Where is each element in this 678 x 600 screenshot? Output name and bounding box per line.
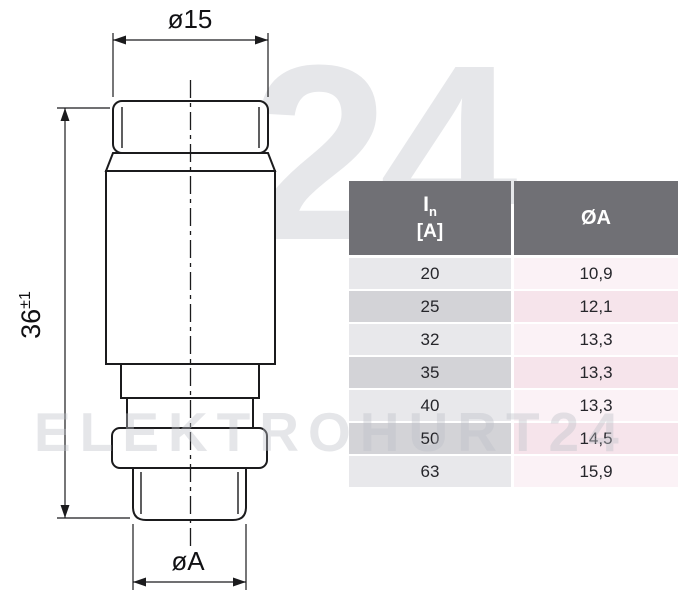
dimension-left-value: 36: [16, 309, 46, 339]
cell-current: 32: [349, 324, 511, 355]
dimension-left-extension-lines: [57, 107, 130, 519]
dimension-left: [57, 107, 130, 519]
arrowhead-right-icon: [233, 577, 246, 587]
spec-table: In [A] ØA 20 10,9 25 12,1 32 13,3 35 13,…: [349, 181, 678, 487]
header-cell-diameter: ØA: [514, 181, 678, 255]
header-current-symbol: In: [423, 192, 437, 220]
dimension-top: [112, 33, 269, 97]
table-row: 25 12,1: [349, 291, 678, 322]
cell-current: 25: [349, 291, 511, 322]
fuse-body: [105, 170, 276, 365]
cell-current: 40: [349, 390, 511, 421]
cell-diameter: 13,3: [514, 390, 678, 421]
arrowhead-right-icon: [255, 35, 268, 45]
table-row: 63 15,9: [349, 456, 678, 487]
cell-current: 35: [349, 357, 511, 388]
arrowhead-left-icon: [113, 35, 126, 45]
fuse-bottom-contact-edge-lines: [140, 472, 239, 514]
fuse-bottom-contact: [132, 467, 247, 521]
current-unit: [A]: [416, 221, 444, 243]
dimension-bottom: [132, 524, 247, 590]
dimension-bottom-extension-lines: [132, 524, 247, 590]
table-row: 50 14,5: [349, 423, 678, 454]
fuse-flange: [111, 427, 268, 469]
dimension-left-label: 36±1: [16, 291, 46, 339]
current-symbol: I: [423, 192, 429, 216]
cell-diameter: 13,3: [514, 357, 678, 388]
table-row: 20 10,9: [349, 258, 678, 289]
cell-diameter: 14,5: [514, 423, 678, 454]
cell-diameter: 12,1: [514, 291, 678, 322]
arrowhead-top-icon: [60, 108, 70, 121]
spec-table-header: In [A] ØA: [349, 181, 678, 255]
table-row: 32 13,3: [349, 324, 678, 355]
current-subscript: n: [428, 204, 437, 220]
table-row: 40 13,3: [349, 390, 678, 421]
table-row: 35 13,3: [349, 357, 678, 388]
fuse-outline: [104, 100, 277, 521]
diameter-label: ØA: [581, 206, 611, 229]
cell-current: 63: [349, 456, 511, 487]
header-cell-current: In [A]: [349, 181, 511, 255]
cell-current: 50: [349, 423, 511, 454]
cell-diameter: 10,9: [514, 258, 678, 289]
cell-diameter: 13,3: [514, 324, 678, 355]
arrowhead-left-icon: [133, 577, 146, 587]
dimension-left-tolerance: ±1: [17, 291, 34, 309]
dimension-top-label: ø15: [168, 4, 213, 34]
fuse-top-cap-edge-lines: [121, 107, 260, 148]
cell-current: 20: [349, 258, 511, 289]
arrowhead-bottom-icon: [60, 505, 70, 518]
dimension-top-extension-lines: [112, 33, 269, 97]
cell-diameter: 15,9: [514, 456, 678, 487]
dimension-bottom-label: øA: [171, 546, 205, 576]
